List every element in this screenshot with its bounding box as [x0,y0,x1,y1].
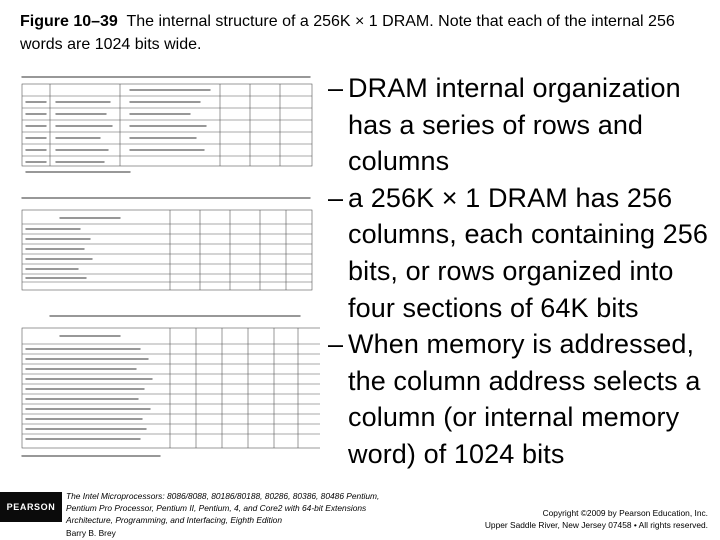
datasheet-figure [20,72,320,464]
bullet-item: – a 256K × 1 DRAM has 256 columns, each … [328,180,720,326]
datasheet-tables-image [21,76,320,457]
bullet-text: a 256K × 1 DRAM has 256 columns, each co… [348,182,709,323]
figure-caption: Figure 10–39 The internal structure of a… [20,10,710,56]
book-author: Barry B. Brey [66,527,116,538]
figure-label: Figure 10–39 [20,13,118,30]
bullet-dash: – [328,182,344,213]
pearson-logo: PEARSON [0,492,62,522]
bullet-dash: – [328,329,344,360]
bullet-list: – DRAM internal organization has a serie… [328,70,720,473]
bullet-item: – DRAM internal organization has a serie… [328,70,720,180]
slide-footer: PEARSON The Intel Microprocessors: 8086/… [0,490,720,540]
figure-caption-text: The internal structure of a 256K × 1 DRA… [20,13,675,53]
bullet-dash: – [328,73,344,103]
copyright-line-1: Copyright ©2009 by Pearson Education, In… [542,508,708,518]
bullet-item: – When memory is addressed, the column a… [328,326,720,472]
copyright-notice: Copyright ©2009 by Pearson Education, In… [485,507,708,531]
bullet-text: DRAM internal organization has a series … [348,73,681,177]
book-citation: The Intel Microprocessors: 8086/8088, 80… [66,490,386,539]
bullet-text: When memory is addressed, the column add… [348,329,701,469]
book-title: The Intel Microprocessors: 8086/8088, 80… [66,491,380,526]
copyright-line-2: Upper Saddle River, New Jersey 07458 • A… [484,520,708,531]
